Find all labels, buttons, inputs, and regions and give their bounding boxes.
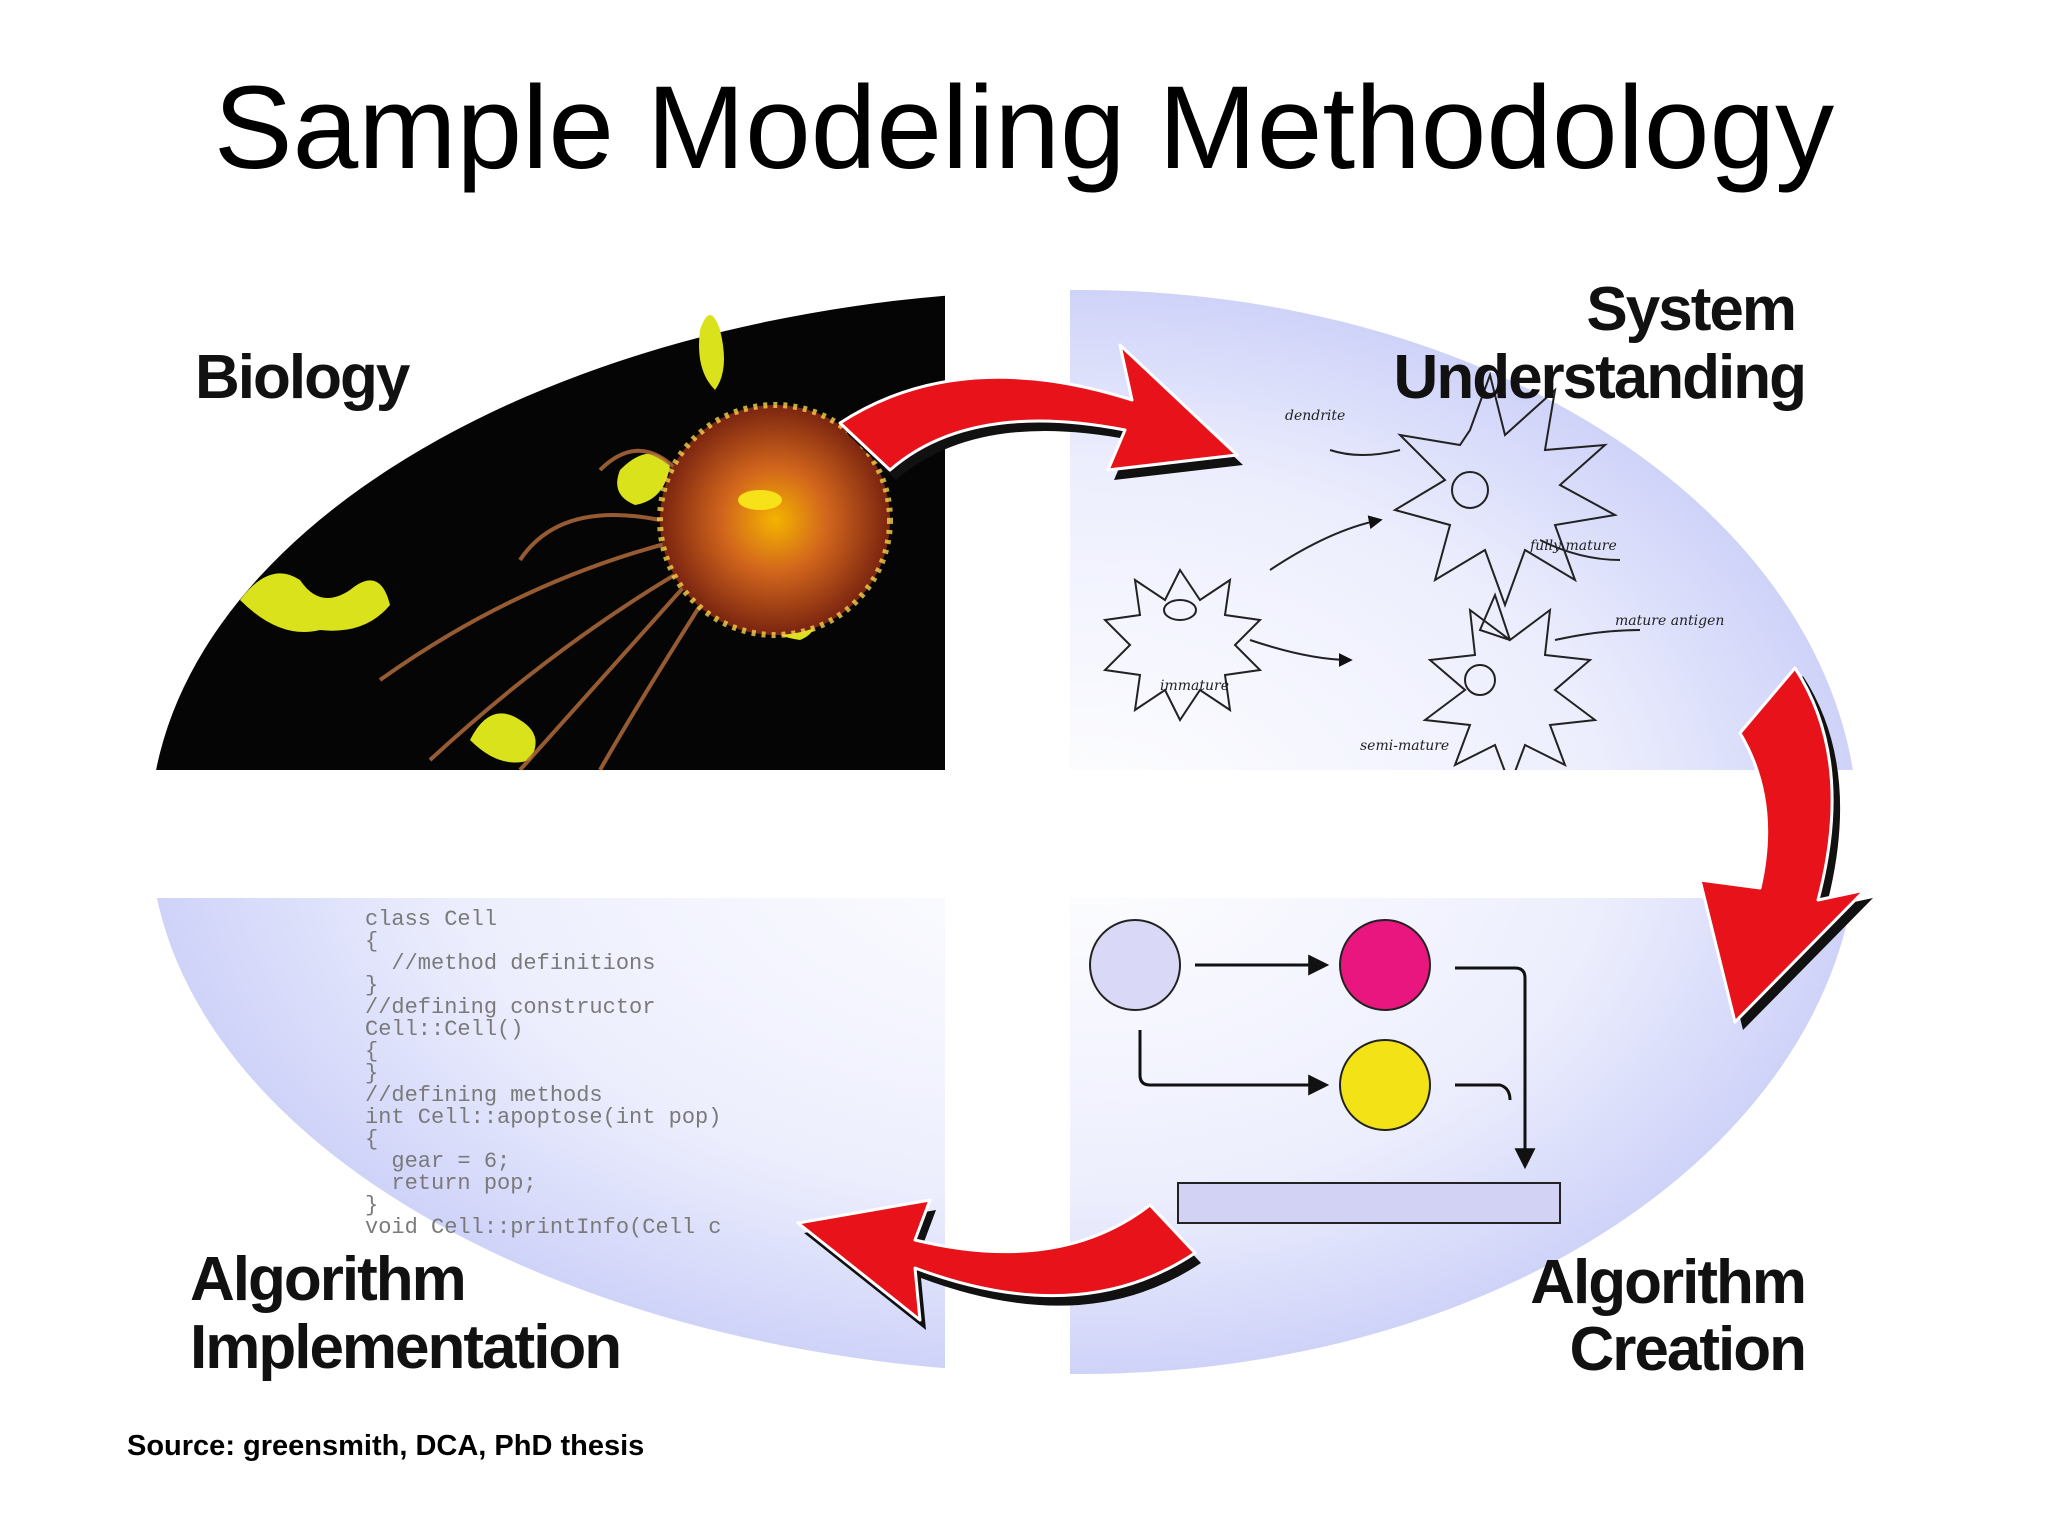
label-system: System <box>1586 275 1795 344</box>
label-algorithm-impl-2: Implementation <box>190 1313 620 1382</box>
semi-mature-cell-sketch <box>1422 592 1598 770</box>
code-line: return pop; <box>365 1171 537 1196</box>
fully-mature-cell-sketch <box>1392 371 1619 608</box>
code-line: } <box>365 973 378 998</box>
flow-arrow <box>1455 966 1536 1170</box>
code-line: { <box>365 1127 378 1152</box>
code-line: } <box>365 1061 378 1086</box>
code-line: { <box>365 1039 378 1064</box>
code-line: void Cell::printInfo(Cell c <box>365 1215 721 1240</box>
sketch-label-mature-antigen: mature antigen <box>1615 613 1724 629</box>
code-block: class Cell{ //method definitions}//defin… <box>365 907 721 1240</box>
system-understanding-panel: dendrite fully mature immature semi-matu… <box>1070 290 1853 770</box>
label-algorithm-creation-1: Algorithm <box>1530 1248 1805 1317</box>
code-line: gear = 6; <box>365 1149 510 1174</box>
code-line: //method definitions <box>365 951 655 976</box>
yellow-node <box>1339 1039 1431 1131</box>
pink-node <box>1339 919 1431 1011</box>
label-understanding: Understanding <box>1394 343 1805 412</box>
arrow-understanding-to-creation <box>1698 666 1873 1030</box>
label-algorithm-impl-1: Algorithm <box>190 1245 465 1314</box>
code-line: Cell::Cell() <box>365 1017 523 1042</box>
flow-arrow <box>1138 1030 1330 1096</box>
code-line: } <box>365 1193 378 1218</box>
code-line: class Cell <box>365 907 497 932</box>
source-note: Source: greensmith, DCA, PhD thesis <box>127 1430 645 1462</box>
sketch-label-fully-mature: fully mature <box>1529 538 1617 554</box>
cycle-arrows <box>796 343 1873 1330</box>
label-algorithm-creation-2: Creation <box>1570 1315 1805 1384</box>
algorithm-flow-diagram <box>1089 919 1561 1224</box>
sketch-label-dendrite: dendrite <box>1285 408 1345 424</box>
sketch-label-immature: immature <box>1160 678 1229 694</box>
algorithm-implementation-panel: class Cell{ //method definitions}//defin… <box>156 898 945 1369</box>
input-node <box>1089 919 1181 1011</box>
code-line: //defining constructor <box>365 995 655 1020</box>
code-line: int Cell::apoptose(int pop) <box>365 1105 721 1130</box>
algorithm-creation-panel <box>1070 898 1853 1374</box>
arrow-biology-to-understanding <box>838 343 1243 480</box>
code-line: //defining methods <box>365 1083 603 1108</box>
output-bar <box>1177 1182 1561 1224</box>
biology-panel <box>156 295 945 770</box>
immature-cell-sketch <box>1102 568 1263 722</box>
sketch-label-semi-mature: semi-mature <box>1360 738 1449 754</box>
slide-title: Sample Modeling Methodology <box>213 62 1835 194</box>
flow-arrow <box>1455 1083 1512 1101</box>
code-line: { <box>365 929 378 954</box>
label-biology: Biology <box>195 343 411 412</box>
arrow-creation-to-implementation <box>796 1198 1201 1330</box>
